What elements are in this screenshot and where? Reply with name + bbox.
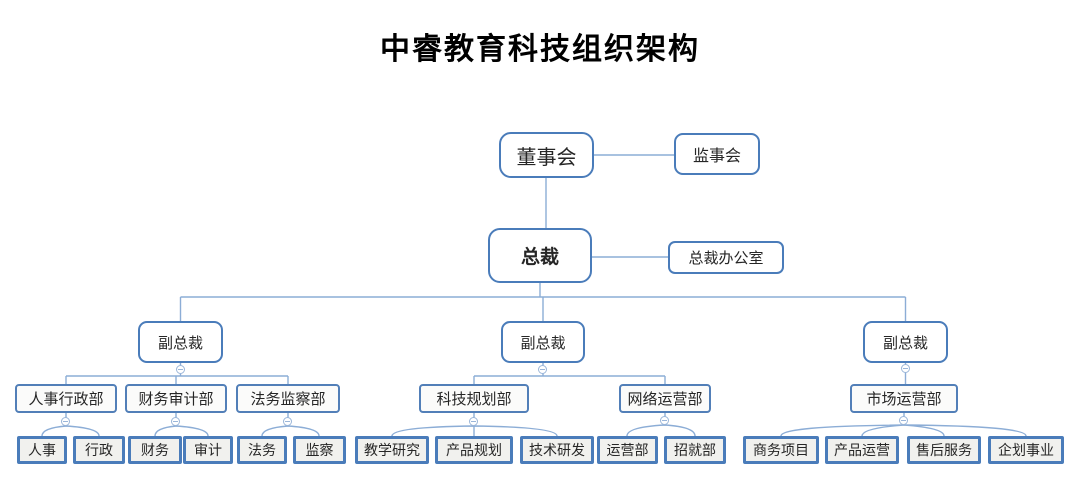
org-node-label: 网络运营部 [627, 391, 703, 408]
org-node-label: 商务项目 [753, 442, 809, 458]
org-node-finance[interactable]: 财务 [128, 436, 182, 464]
org-node-label: 运营部 [606, 442, 649, 458]
org-node-vice-president-3[interactable]: 副总裁 [863, 321, 948, 363]
collapse-toggle-icon[interactable] [660, 416, 669, 425]
org-node-label: 监事会 [692, 148, 741, 165]
org-node-product-operations[interactable]: 产品运营 [825, 436, 899, 464]
org-node-label: 科技规划部 [436, 391, 512, 408]
org-node-product-planning[interactable]: 产品规划 [435, 436, 513, 464]
org-node-admin[interactable]: 行政 [73, 436, 125, 464]
org-node-planning-business[interactable]: 企划事业 [988, 436, 1064, 464]
org-node-label: 人事行政部 [28, 391, 104, 408]
collapse-toggle-icon[interactable] [61, 417, 70, 426]
org-node-teaching-research[interactable]: 教学研究 [355, 436, 429, 464]
org-node-dept-finance-audit[interactable]: 财务审计部 [125, 384, 227, 413]
org-node-label: 董事会 [516, 146, 577, 169]
org-node-dept-legal-supervision[interactable]: 法务监察部 [236, 384, 340, 413]
collapse-toggle-icon[interactable] [283, 417, 292, 426]
org-node-label: 行政 [85, 442, 113, 458]
collapse-toggle-icon[interactable] [538, 365, 547, 374]
collapse-toggle-icon[interactable] [469, 417, 478, 426]
org-node-dept-tech-planning[interactable]: 科技规划部 [419, 384, 529, 413]
org-node-label: 市场运营部 [866, 391, 942, 408]
org-node-tech-rd[interactable]: 技术研发 [520, 436, 594, 464]
org-node-label: 招就部 [674, 442, 716, 458]
org-node-president-office[interactable]: 总裁办公室 [668, 241, 784, 274]
org-node-label: 财务 [141, 442, 169, 458]
org-node-label: 法务监察部 [250, 391, 326, 408]
org-node-business-projects[interactable]: 商务项目 [743, 436, 819, 464]
org-node-label: 副总裁 [882, 334, 928, 352]
org-node-label: 副总裁 [520, 334, 566, 352]
org-node-label: 总裁办公室 [688, 250, 764, 267]
org-node-president[interactable]: 总裁 [488, 228, 592, 283]
org-node-dept-market-operations[interactable]: 市场运营部 [850, 384, 958, 413]
org-node-label: 监察 [305, 442, 334, 458]
org-node-label: 技术研发 [529, 442, 585, 458]
org-node-label: 人事 [28, 442, 56, 458]
org-node-supervision[interactable]: 监察 [293, 436, 346, 464]
org-node-label: 教学研究 [364, 442, 420, 458]
org-node-label: 审计 [194, 442, 222, 458]
org-node-hr[interactable]: 人事 [17, 436, 67, 464]
org-node-recruitment-employment[interactable]: 招就部 [664, 436, 726, 464]
org-node-supervisory-board[interactable]: 监事会 [674, 133, 760, 175]
org-node-board[interactable]: 董事会 [499, 132, 594, 178]
collapse-toggle-icon[interactable] [176, 365, 185, 374]
org-node-label: 企划事业 [998, 442, 1054, 458]
org-node-label: 副总裁 [157, 334, 203, 352]
org-node-label: 产品规划 [446, 442, 502, 458]
org-node-label: 产品运营 [834, 442, 890, 458]
org-node-label: 财务审计部 [138, 391, 214, 408]
org-node-label: 总裁 [520, 247, 559, 268]
collapse-toggle-icon[interactable] [899, 416, 908, 425]
org-node-dept-network-operations[interactable]: 网络运营部 [619, 384, 711, 413]
page-title: 中睿教育科技组织架构 [380, 33, 700, 66]
org-node-after-sales-service[interactable]: 售后服务 [907, 436, 981, 464]
org-node-label: 售后服务 [916, 442, 972, 458]
collapse-toggle-icon[interactable] [901, 364, 910, 373]
collapse-toggle-icon[interactable] [171, 417, 180, 426]
org-node-vice-president-1[interactable]: 副总裁 [138, 321, 223, 363]
org-node-label: 法务 [248, 442, 276, 458]
org-node-audit[interactable]: 审计 [183, 436, 233, 464]
org-node-vice-president-2[interactable]: 副总裁 [501, 321, 585, 363]
org-node-legal[interactable]: 法务 [237, 436, 287, 464]
org-node-operations[interactable]: 运营部 [597, 436, 658, 464]
org-node-dept-hr-admin[interactable]: 人事行政部 [15, 384, 117, 413]
